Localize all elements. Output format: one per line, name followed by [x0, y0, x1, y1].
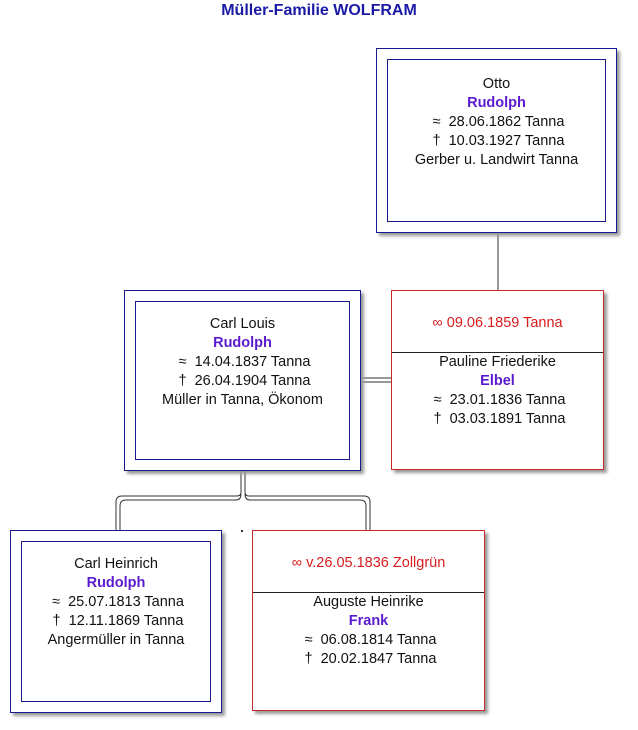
death-date: 26.04.1904 Tanna [194, 373, 311, 389]
baptism-row: ≈ 14.04.1837 Tanna [125, 353, 360, 372]
connector-inner-right [244, 493, 367, 530]
page-title: Müller-Familie WOLFRAM [221, 2, 417, 19]
person-given-name: Carl Louis [209, 316, 276, 332]
person-given-name: Auguste Heinrike [313, 594, 424, 610]
person-card-inner-border [21, 541, 211, 702]
death-icon: † [52, 613, 61, 629]
spouse-card-auguste[interactable]: ∞ v.26.05.1836 Zollgrün Auguste Heinrike… [252, 530, 485, 711]
person-card-carl-heinrich[interactable]: Carl Heinrich Rudolph ≈ 25.07.1813 Tanna… [10, 530, 222, 713]
person-card-carl-louis[interactable]: Carl Louis Rudolph ≈ 14.04.1837 Tanna † … [124, 290, 361, 471]
person-card-inner-border [387, 59, 606, 222]
death-row: † 10.03.1927 Tanna [377, 132, 616, 151]
death-icon: † [433, 411, 442, 427]
person-surname: Rudolph [467, 95, 526, 111]
person-occupation: Angermüller in Tanna [47, 632, 185, 648]
marriage-date: 09.06.1859 Tanna [446, 315, 563, 331]
person-occupation: Müller in Tanna, Ökonom [162, 392, 323, 408]
person-given-name: Carl Heinrich [74, 556, 158, 572]
person-surname: Frank [348, 613, 389, 629]
baptism-date: 25.07.1813 Tanna [68, 594, 184, 610]
person-given-name: Pauline Friederike [439, 354, 556, 370]
marriage-row: ∞ 09.06.1859 Tanna [392, 315, 603, 331]
death-row: † 03.03.1891 Tanna [392, 410, 603, 429]
marriage-date: v.26.05.1836 Zollgrün [306, 555, 446, 571]
death-icon: † [178, 373, 187, 389]
baptism-icon: ≈ [52, 594, 61, 610]
baptism-row: ≈ 25.07.1813 Tanna [11, 593, 221, 612]
card-divider [253, 592, 484, 593]
baptism-icon: ≈ [433, 392, 442, 408]
person-details: Pauline Friederike Elbel ≈ 23.01.1836 Ta… [392, 353, 603, 429]
card-divider [392, 352, 603, 353]
baptism-date: 14.04.1837 Tanna [194, 354, 311, 370]
baptism-row: ≈ 06.08.1814 Tanna [253, 631, 484, 650]
person-details: Auguste Heinrike Frank ≈ 06.08.1814 Tann… [253, 593, 484, 669]
death-date: 20.02.1847 Tanna [320, 651, 437, 667]
death-date: 10.03.1927 Tanna [448, 133, 565, 149]
person-details: Carl Heinrich Rudolph ≈ 25.07.1813 Tanna… [11, 555, 221, 650]
marriage-row: ∞ v.26.05.1836 Zollgrün [253, 555, 484, 571]
connector-inner-left [119, 493, 242, 530]
person-details: Otto Rudolph ≈ 28.06.1862 Tanna † 10.03.… [377, 75, 616, 170]
person-given-name: Otto [482, 76, 511, 92]
person-surname: Rudolph [213, 335, 272, 351]
death-row: † 26.04.1904 Tanna [125, 372, 360, 391]
death-icon: † [432, 133, 441, 149]
death-date: 03.03.1891 Tanna [449, 411, 566, 427]
person-surname: Elbel [480, 373, 515, 389]
connector-parents-to-carl-louis-2 [244, 470, 371, 530]
connector-parents-to-carl-louis [115, 470, 242, 530]
dot-marker [241, 530, 243, 532]
person-surname: Rudolph [86, 575, 146, 591]
person-card-inner-border [135, 301, 350, 460]
death-row: † 12.11.1869 Tanna [11, 612, 221, 631]
baptism-icon: ≈ [432, 114, 441, 130]
baptism-row: ≈ 28.06.1862 Tanna [377, 113, 616, 132]
baptism-date: 06.08.1814 Tanna [320, 632, 437, 648]
person-details: Carl Louis Rudolph ≈ 14.04.1837 Tanna † … [125, 315, 360, 410]
marriage-icon: ∞ [291, 555, 303, 571]
baptism-row: ≈ 23.01.1836 Tanna [392, 391, 603, 410]
baptism-icon: ≈ [178, 354, 187, 370]
baptism-date: 28.06.1862 Tanna [448, 114, 565, 130]
death-icon: † [304, 651, 313, 667]
baptism-icon: ≈ [304, 632, 313, 648]
person-card-otto[interactable]: Otto Rudolph ≈ 28.06.1862 Tanna † 10.03.… [376, 48, 617, 233]
baptism-date: 23.01.1836 Tanna [449, 392, 566, 408]
death-date: 12.11.1869 Tanna [68, 613, 184, 629]
death-row: † 20.02.1847 Tanna [253, 650, 484, 669]
spouse-card-pauline[interactable]: ∞ 09.06.1859 Tanna Pauline Friederike El… [391, 290, 604, 470]
marriage-icon: ∞ [432, 315, 443, 331]
person-occupation: Gerber u. Landwirt Tanna [414, 152, 579, 168]
